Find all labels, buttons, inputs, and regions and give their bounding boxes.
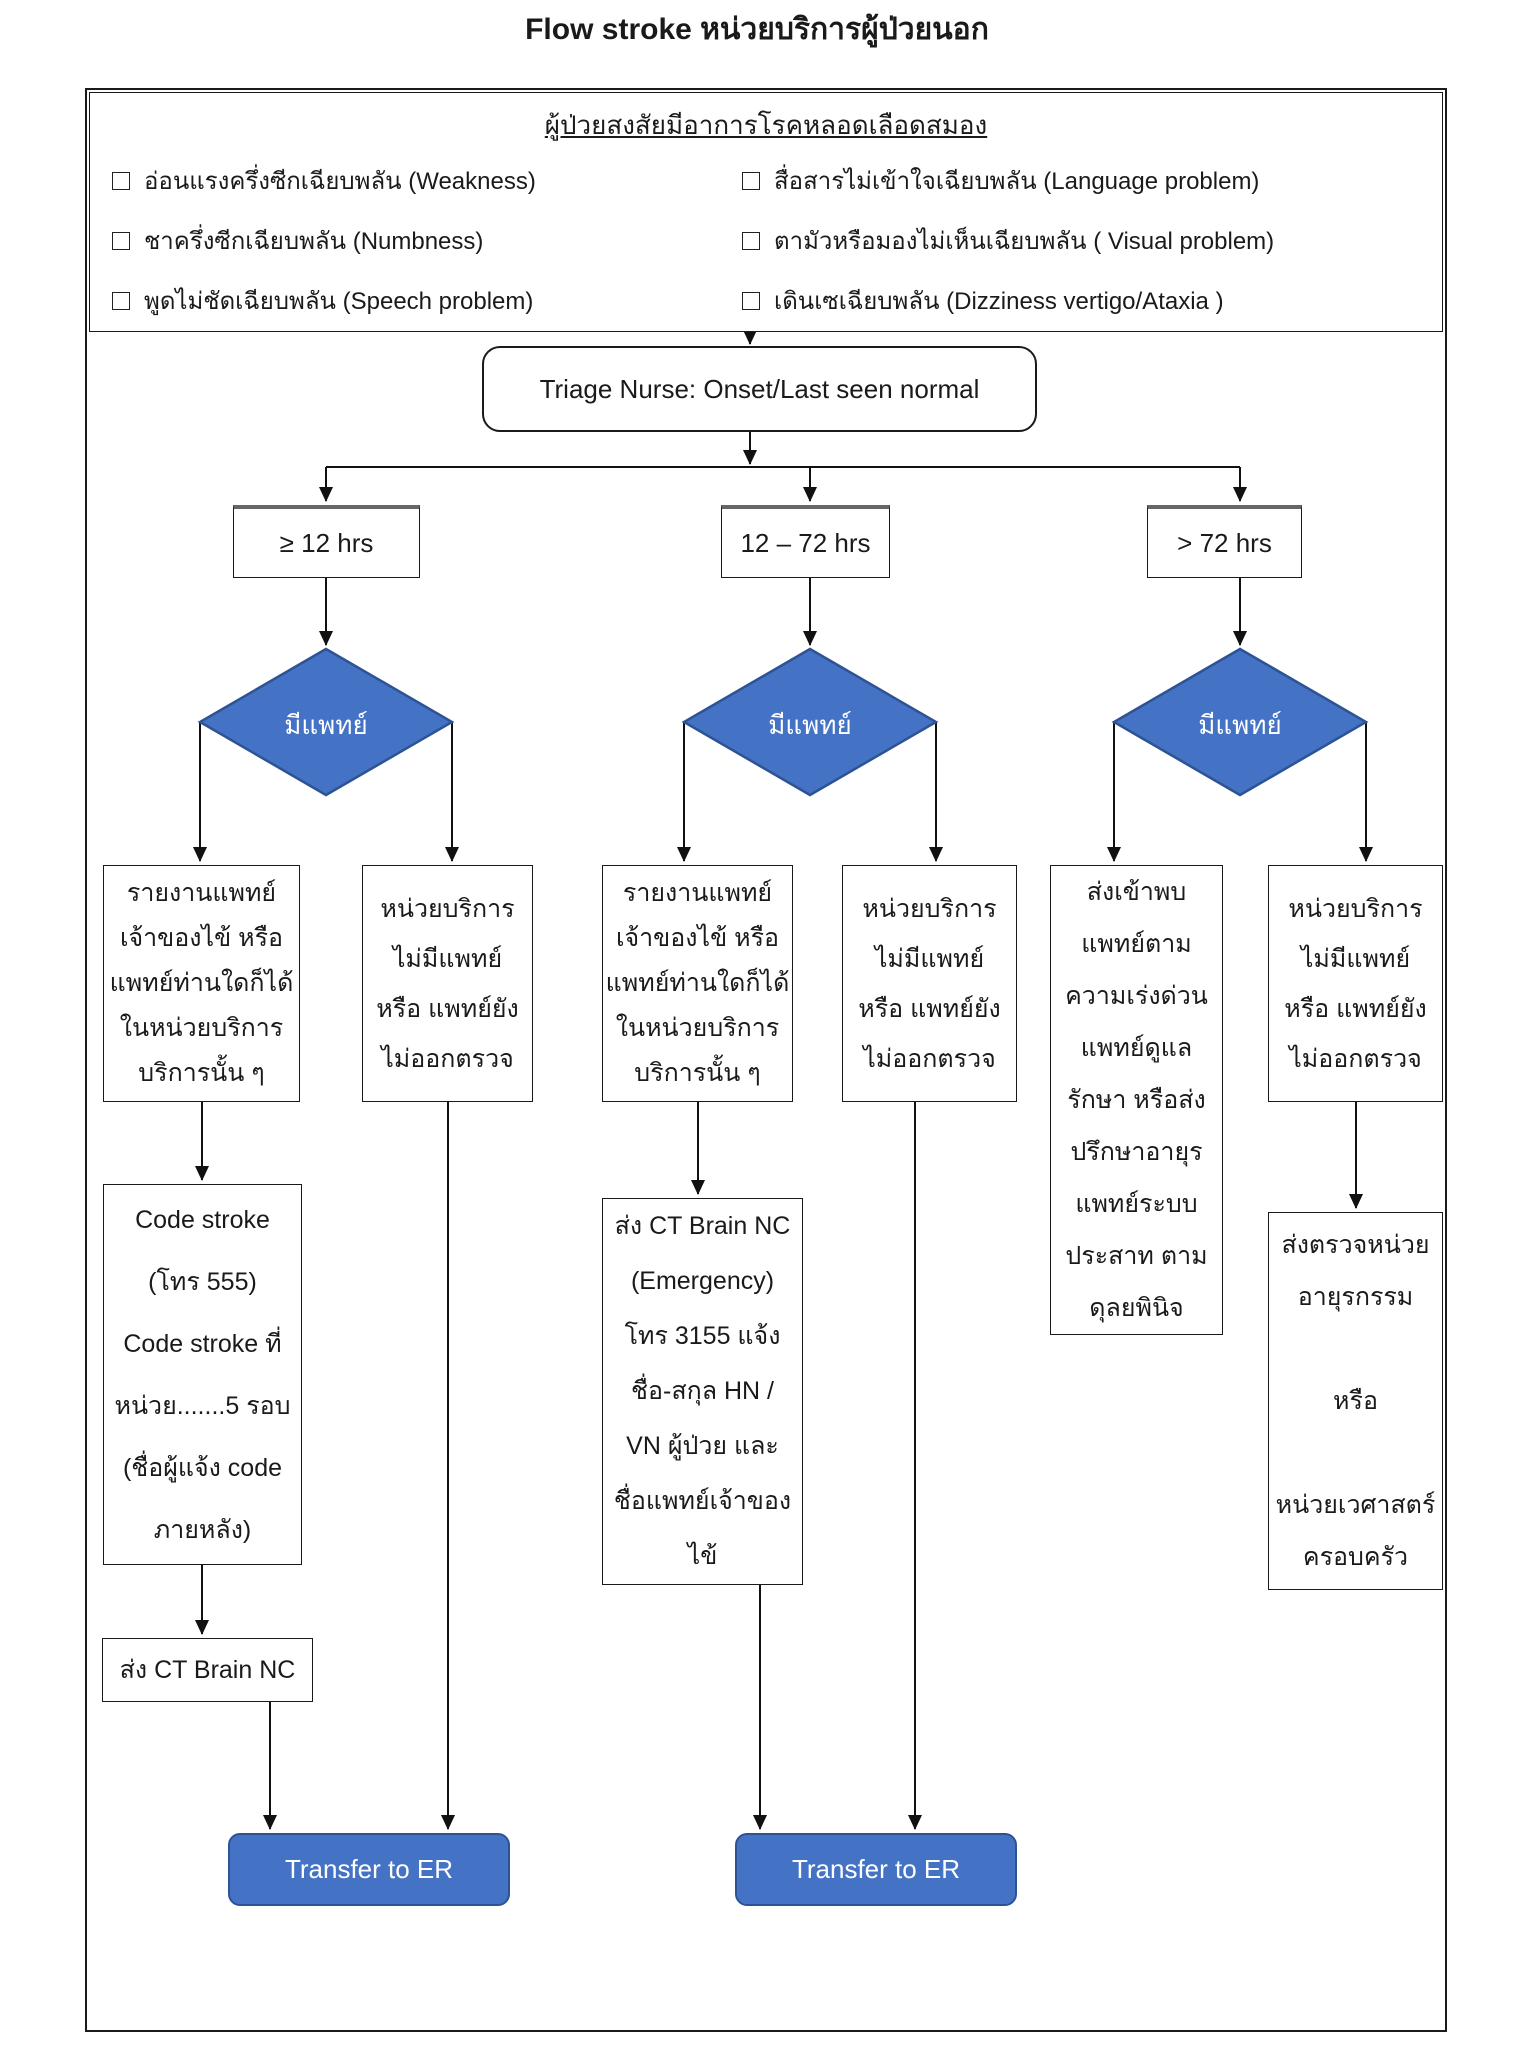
symptom-label: ชาครึ่งซีกเฉียบพลัน (Numbness) (144, 228, 484, 255)
transfer-to-er-1: Transfer to ER (228, 1833, 510, 1906)
triage-nurse-box: Triage Nurse: Onset/Last seen normal (482, 346, 1037, 432)
decision-diamond-1 (197, 647, 455, 797)
box-code-stroke: Code stroke (โทร 555) Code stroke ที่ หน… (103, 1184, 302, 1565)
box-refer-doctor-urgency: ส่งเข้าพบ แพทย์ตาม ความเร่งด่วน แพทย์ดูแ… (1050, 865, 1223, 1335)
symptom-label: ตามัวหรือมองไม่เห็นเฉียบพลัน ( Visual pr… (774, 228, 1275, 255)
symptom-item-language: สื่อสารไม่เข้าใจเฉียบพลัน (Language prob… (742, 166, 1442, 198)
symptoms-box: ผู้ป่วยสงสัยมีอาการโรคหลอดเลือดสมอง อ่อน… (89, 92, 1443, 332)
checkbox-icon[interactable] (742, 232, 760, 250)
box-report-doctor-1: รายงานแพทย์ เจ้าของไข้ หรือ แพทย์ท่านใดก… (103, 865, 300, 1102)
symptoms-checklist: อ่อนแรงครึ่งซีกเฉียบพลัน (Weakness) สื่อ… (90, 146, 1442, 318)
symptom-label: สื่อสารไม่เข้าใจเฉียบพลัน (Language prob… (774, 168, 1260, 195)
time-box-gt-72hrs: > 72 hrs (1147, 505, 1302, 578)
box-ct-brain-nc-emergency: ส่ง CT Brain NC (Emergency) โทร 3155 แจ้… (602, 1198, 803, 1585)
box-no-doctor-2: หน่วยบริการ ไม่มีแพทย์ หรือ แพทย์ยัง ไม่… (842, 865, 1017, 1102)
checkbox-icon[interactable] (742, 172, 760, 190)
checkbox-icon[interactable] (112, 292, 130, 310)
symptom-label: เดินเซเฉียบพลัน (Dizziness vertigo/Ataxi… (774, 288, 1224, 315)
symptom-label: พูดไม่ชัดเฉียบพลัน (Speech problem) (144, 288, 534, 315)
box-no-doctor-3: หน่วยบริการ ไม่มีแพทย์ หรือ แพทย์ยัง ไม่… (1268, 865, 1443, 1102)
time-box-ge-12hrs: ≥ 12 hrs (233, 505, 420, 578)
checkbox-icon[interactable] (112, 172, 130, 190)
page-title: Flow stroke หน่วยบริการผู้ป่วยนอก (525, 13, 989, 46)
symptoms-heading: ผู้ป่วยสงสัยมีอาการโรคหลอดเลือดสมอง (544, 110, 988, 140)
symptom-item-weakness: อ่อนแรงครึ่งซีกเฉียบพลัน (Weakness) (112, 166, 742, 198)
symptom-label: อ่อนแรงครึ่งซีกเฉียบพลัน (Weakness) (144, 168, 536, 195)
symptom-item-numbness: ชาครึ่งซีกเฉียบพลัน (Numbness) (112, 226, 742, 258)
decision-label-1: มีแพทย์ (284, 710, 368, 740)
decision-label-3: มีแพทย์ (1198, 710, 1282, 740)
checkbox-icon[interactable] (112, 232, 130, 250)
decision-diamond-2 (681, 647, 939, 797)
checkbox-icon[interactable] (742, 292, 760, 310)
symptom-item-dizziness: เดินเซเฉียบพลัน (Dizziness vertigo/Ataxi… (742, 286, 1442, 318)
symptom-item-visual: ตามัวหรือมองไม่เห็นเฉียบพลัน ( Visual pr… (742, 226, 1442, 258)
box-ct-brain-nc: ส่ง CT Brain NC (102, 1638, 313, 1702)
time-box-12-72hrs: 12 – 72 hrs (721, 505, 890, 578)
decision-diamond-3 (1111, 647, 1369, 797)
transfer-to-er-2: Transfer to ER (735, 1833, 1017, 1906)
box-report-doctor-2: รายงานแพทย์ เจ้าของไข้ หรือ แพทย์ท่านใดก… (602, 865, 793, 1102)
decision-label-2: มีแพทย์ (768, 710, 852, 740)
symptom-item-speech: พูดไม่ชัดเฉียบพลัน (Speech problem) (112, 286, 742, 318)
flowchart-border (85, 88, 1447, 2032)
box-send-exam-units: ส่งตรวจหน่วย อายุรกรรม หรือ หน่วยเวศาสตร… (1268, 1212, 1443, 1590)
box-no-doctor-1: หน่วยบริการ ไม่มีแพทย์ หรือ แพทย์ยัง ไม่… (362, 865, 533, 1102)
